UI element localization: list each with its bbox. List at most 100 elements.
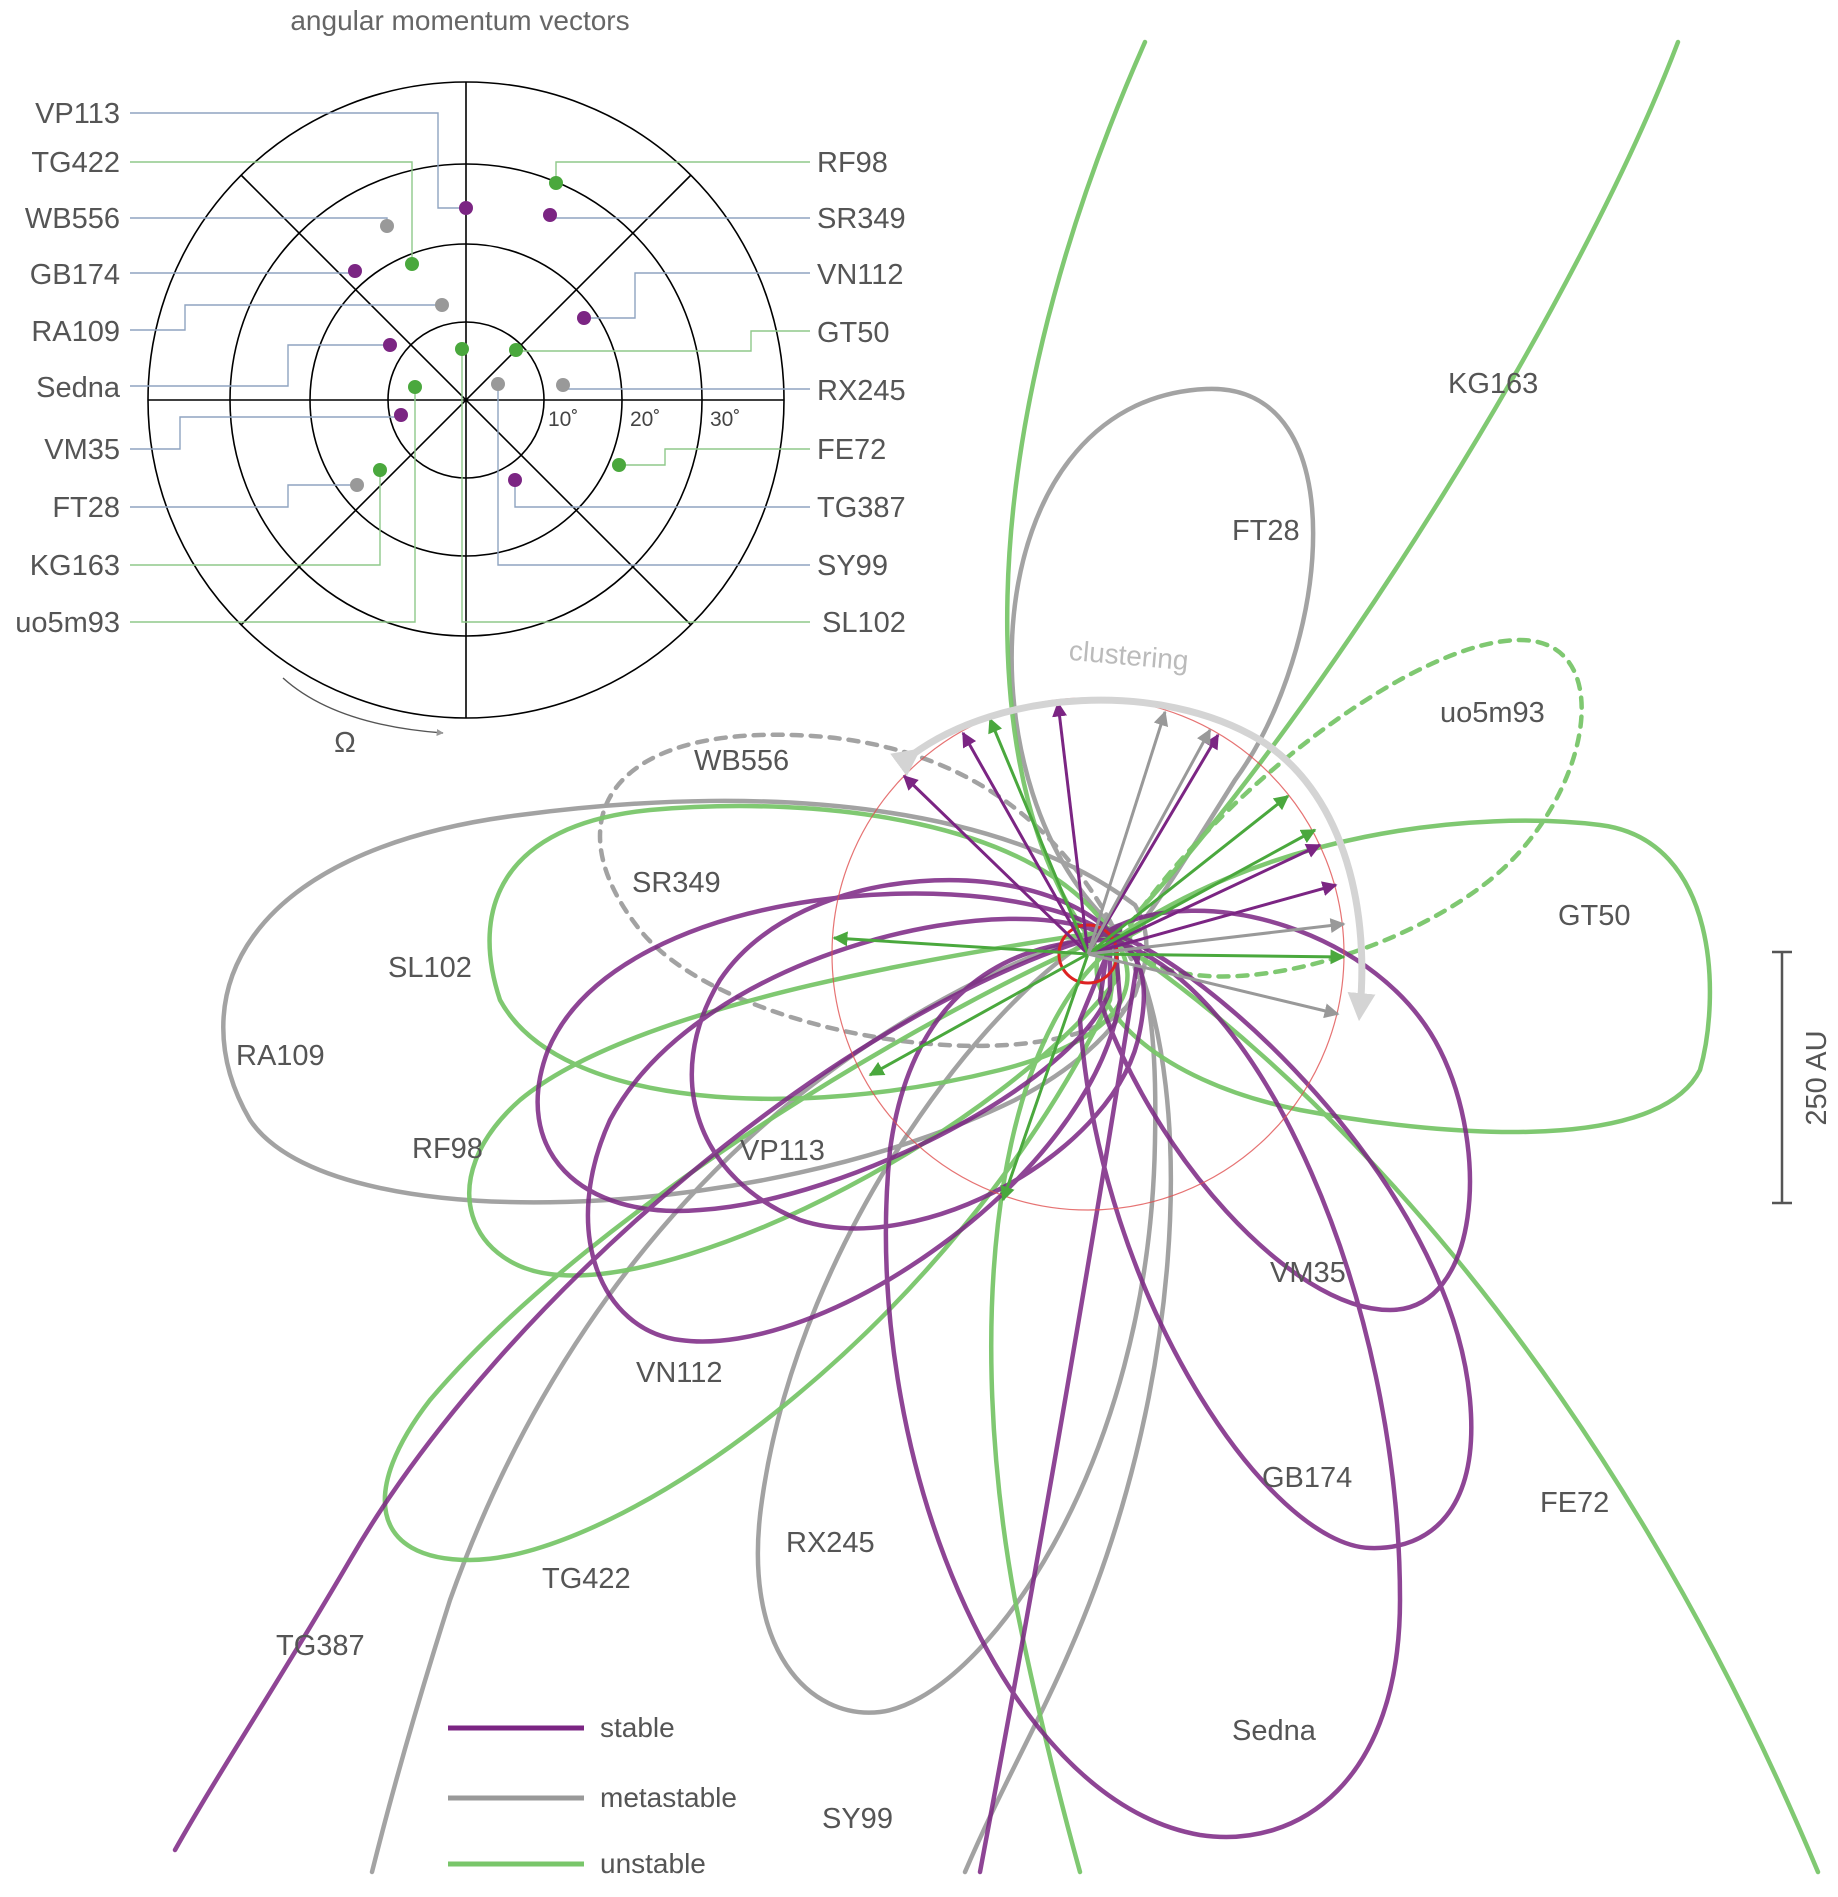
orbit-TG387-return bbox=[977, 942, 1143, 1875]
orbit-SL102-purple bbox=[535, 891, 1113, 1214]
leader-TG387 bbox=[514, 481, 810, 508]
leader-WB556 bbox=[130, 217, 388, 226]
polar-leader-lines bbox=[130, 112, 810, 623]
leader-KG163 bbox=[130, 470, 381, 566]
orbit-VN112 bbox=[585, 916, 1123, 1344]
polar-label-KG163: KG163 bbox=[30, 550, 120, 582]
dot-KG163 bbox=[373, 463, 387, 477]
label-VN112: VN112 bbox=[636, 1357, 723, 1389]
orbit-Sedna bbox=[883, 937, 1403, 1840]
polar-label-uo5m93: uo5m93 bbox=[15, 607, 120, 639]
label-RA109: RA109 bbox=[236, 1040, 325, 1072]
legend: stable metastable unstable bbox=[448, 1712, 737, 1879]
orbit-TG422 bbox=[382, 926, 1123, 1563]
leader-TG422 bbox=[130, 161, 413, 264]
polar-diagonal-2 bbox=[240, 174, 692, 626]
label-Sedna: Sedna bbox=[1232, 1715, 1317, 1747]
leader-uo5m93 bbox=[130, 386, 416, 623]
dot-Sedna bbox=[383, 338, 397, 352]
polar-label-VP113: VP113 bbox=[35, 98, 120, 130]
dot-RA109 bbox=[435, 298, 449, 312]
label-uo5m93: uo5m93 bbox=[1440, 697, 1545, 729]
label-SR349: SR349 bbox=[632, 867, 721, 899]
polar-label-VM35: VM35 bbox=[44, 434, 120, 466]
label-TG422: TG422 bbox=[542, 1563, 631, 1595]
polar-label-RX245: RX245 bbox=[817, 375, 906, 407]
leader-Sedna bbox=[130, 344, 390, 387]
polar-grid bbox=[147, 81, 785, 719]
scale-bar: 250 AU bbox=[1772, 950, 1833, 1205]
polar-label-SL102: SL102 bbox=[822, 607, 906, 639]
leader-FE72 bbox=[619, 448, 810, 466]
polar-title: angular momentum vectors bbox=[290, 5, 629, 36]
polar-label-RA109: RA109 bbox=[31, 316, 120, 348]
dot-TG387 bbox=[508, 473, 522, 487]
leader-VP113 bbox=[130, 112, 466, 209]
label-SL102: SL102 bbox=[388, 952, 472, 984]
polar-left-labels: VP113 TG422 WB556 GB174 RA109 Sedna VM35… bbox=[15, 98, 121, 639]
ring-label-10: 10˚ bbox=[548, 408, 578, 431]
polar-label-SY99: SY99 bbox=[817, 550, 888, 582]
clustering-label: clustering bbox=[1068, 635, 1190, 676]
dot-FE72 bbox=[612, 458, 626, 472]
leader-SL102 bbox=[461, 349, 810, 623]
orbit-RA109 bbox=[221, 798, 1149, 1205]
legend-label-unstable: unstable bbox=[600, 1848, 706, 1879]
polar-label-FE72: FE72 bbox=[817, 434, 886, 466]
polar-label-FT28: FT28 bbox=[52, 492, 120, 524]
leader-SY99 bbox=[497, 384, 810, 566]
label-FE72: FE72 bbox=[1540, 1487, 1609, 1519]
label-VM35: VM35 bbox=[1270, 1257, 1346, 1289]
orbit-uo5m93 bbox=[1127, 637, 1584, 979]
metastable-orbits bbox=[221, 386, 1316, 1875]
label-VP113: VP113 bbox=[740, 1135, 825, 1167]
polar-dots bbox=[348, 176, 626, 492]
polar-plot: angular momentum vectors 10˚ 20˚ 30˚ bbox=[15, 5, 906, 759]
leader-VM35 bbox=[130, 416, 401, 450]
legend-label-metastable: metastable bbox=[600, 1782, 737, 1813]
label-FT28: FT28 bbox=[1232, 515, 1300, 547]
orbit-labels: KG163 FT28 uo5m93 WB556 SR349 GT50 SL102… bbox=[236, 368, 1631, 1835]
ring-label-20: 20˚ bbox=[630, 408, 660, 431]
dot-SL102 bbox=[455, 342, 469, 356]
polar-label-Sedna: Sedna bbox=[36, 372, 121, 404]
dot-RX245 bbox=[556, 378, 570, 392]
polar-label-VN112: VN112 bbox=[817, 259, 904, 291]
omega-arrow bbox=[282, 677, 444, 737]
polar-label-TG422: TG422 bbox=[31, 147, 120, 179]
orbit-TG387 bbox=[172, 927, 1123, 1853]
polar-label-GB174: GB174 bbox=[30, 259, 120, 291]
polar-label-TG387: TG387 bbox=[817, 492, 906, 524]
polar-right-labels: RF98 SR349 VN112 GT50 RX245 FE72 TG387 S… bbox=[817, 147, 906, 639]
label-KG163: KG163 bbox=[1448, 368, 1538, 400]
dot-VP113 bbox=[459, 201, 473, 215]
dot-VN112 bbox=[577, 311, 591, 325]
label-RX245: RX245 bbox=[786, 1527, 875, 1559]
leader-RF98 bbox=[555, 161, 810, 183]
dot-WB556 bbox=[380, 219, 394, 233]
orbit-GT50 bbox=[1094, 818, 1713, 1135]
orbit-FE72-return bbox=[988, 927, 1143, 1875]
leader-VN112 bbox=[584, 272, 810, 319]
leader-GT50 bbox=[516, 330, 810, 352]
dot-SY99 bbox=[491, 377, 505, 391]
polar-label-WB556: WB556 bbox=[25, 203, 120, 235]
label-TG387: TG387 bbox=[276, 1630, 365, 1662]
leader-FT28 bbox=[130, 484, 357, 508]
orbit-FE72 bbox=[1097, 927, 1821, 1875]
orbit-SY99-inner bbox=[962, 942, 1174, 1875]
polar-label-RF98: RF98 bbox=[817, 147, 888, 179]
orbit-GB174 bbox=[1077, 932, 1474, 1551]
label-GB174: GB174 bbox=[1262, 1462, 1352, 1494]
dot-VM35 bbox=[394, 408, 408, 422]
orbit-RF98 bbox=[467, 927, 1121, 1278]
orbit-RX245 bbox=[755, 927, 1158, 1715]
dot-FT28 bbox=[350, 478, 364, 492]
dot-RF98 bbox=[549, 176, 563, 190]
orbit-KG163 bbox=[1137, 39, 1681, 913]
clustering-arrow bbox=[890, 696, 1376, 1022]
label-WB556: WB556 bbox=[694, 745, 789, 777]
label-SY99: SY99 bbox=[822, 1803, 893, 1835]
omega-label: Ω bbox=[334, 727, 356, 759]
